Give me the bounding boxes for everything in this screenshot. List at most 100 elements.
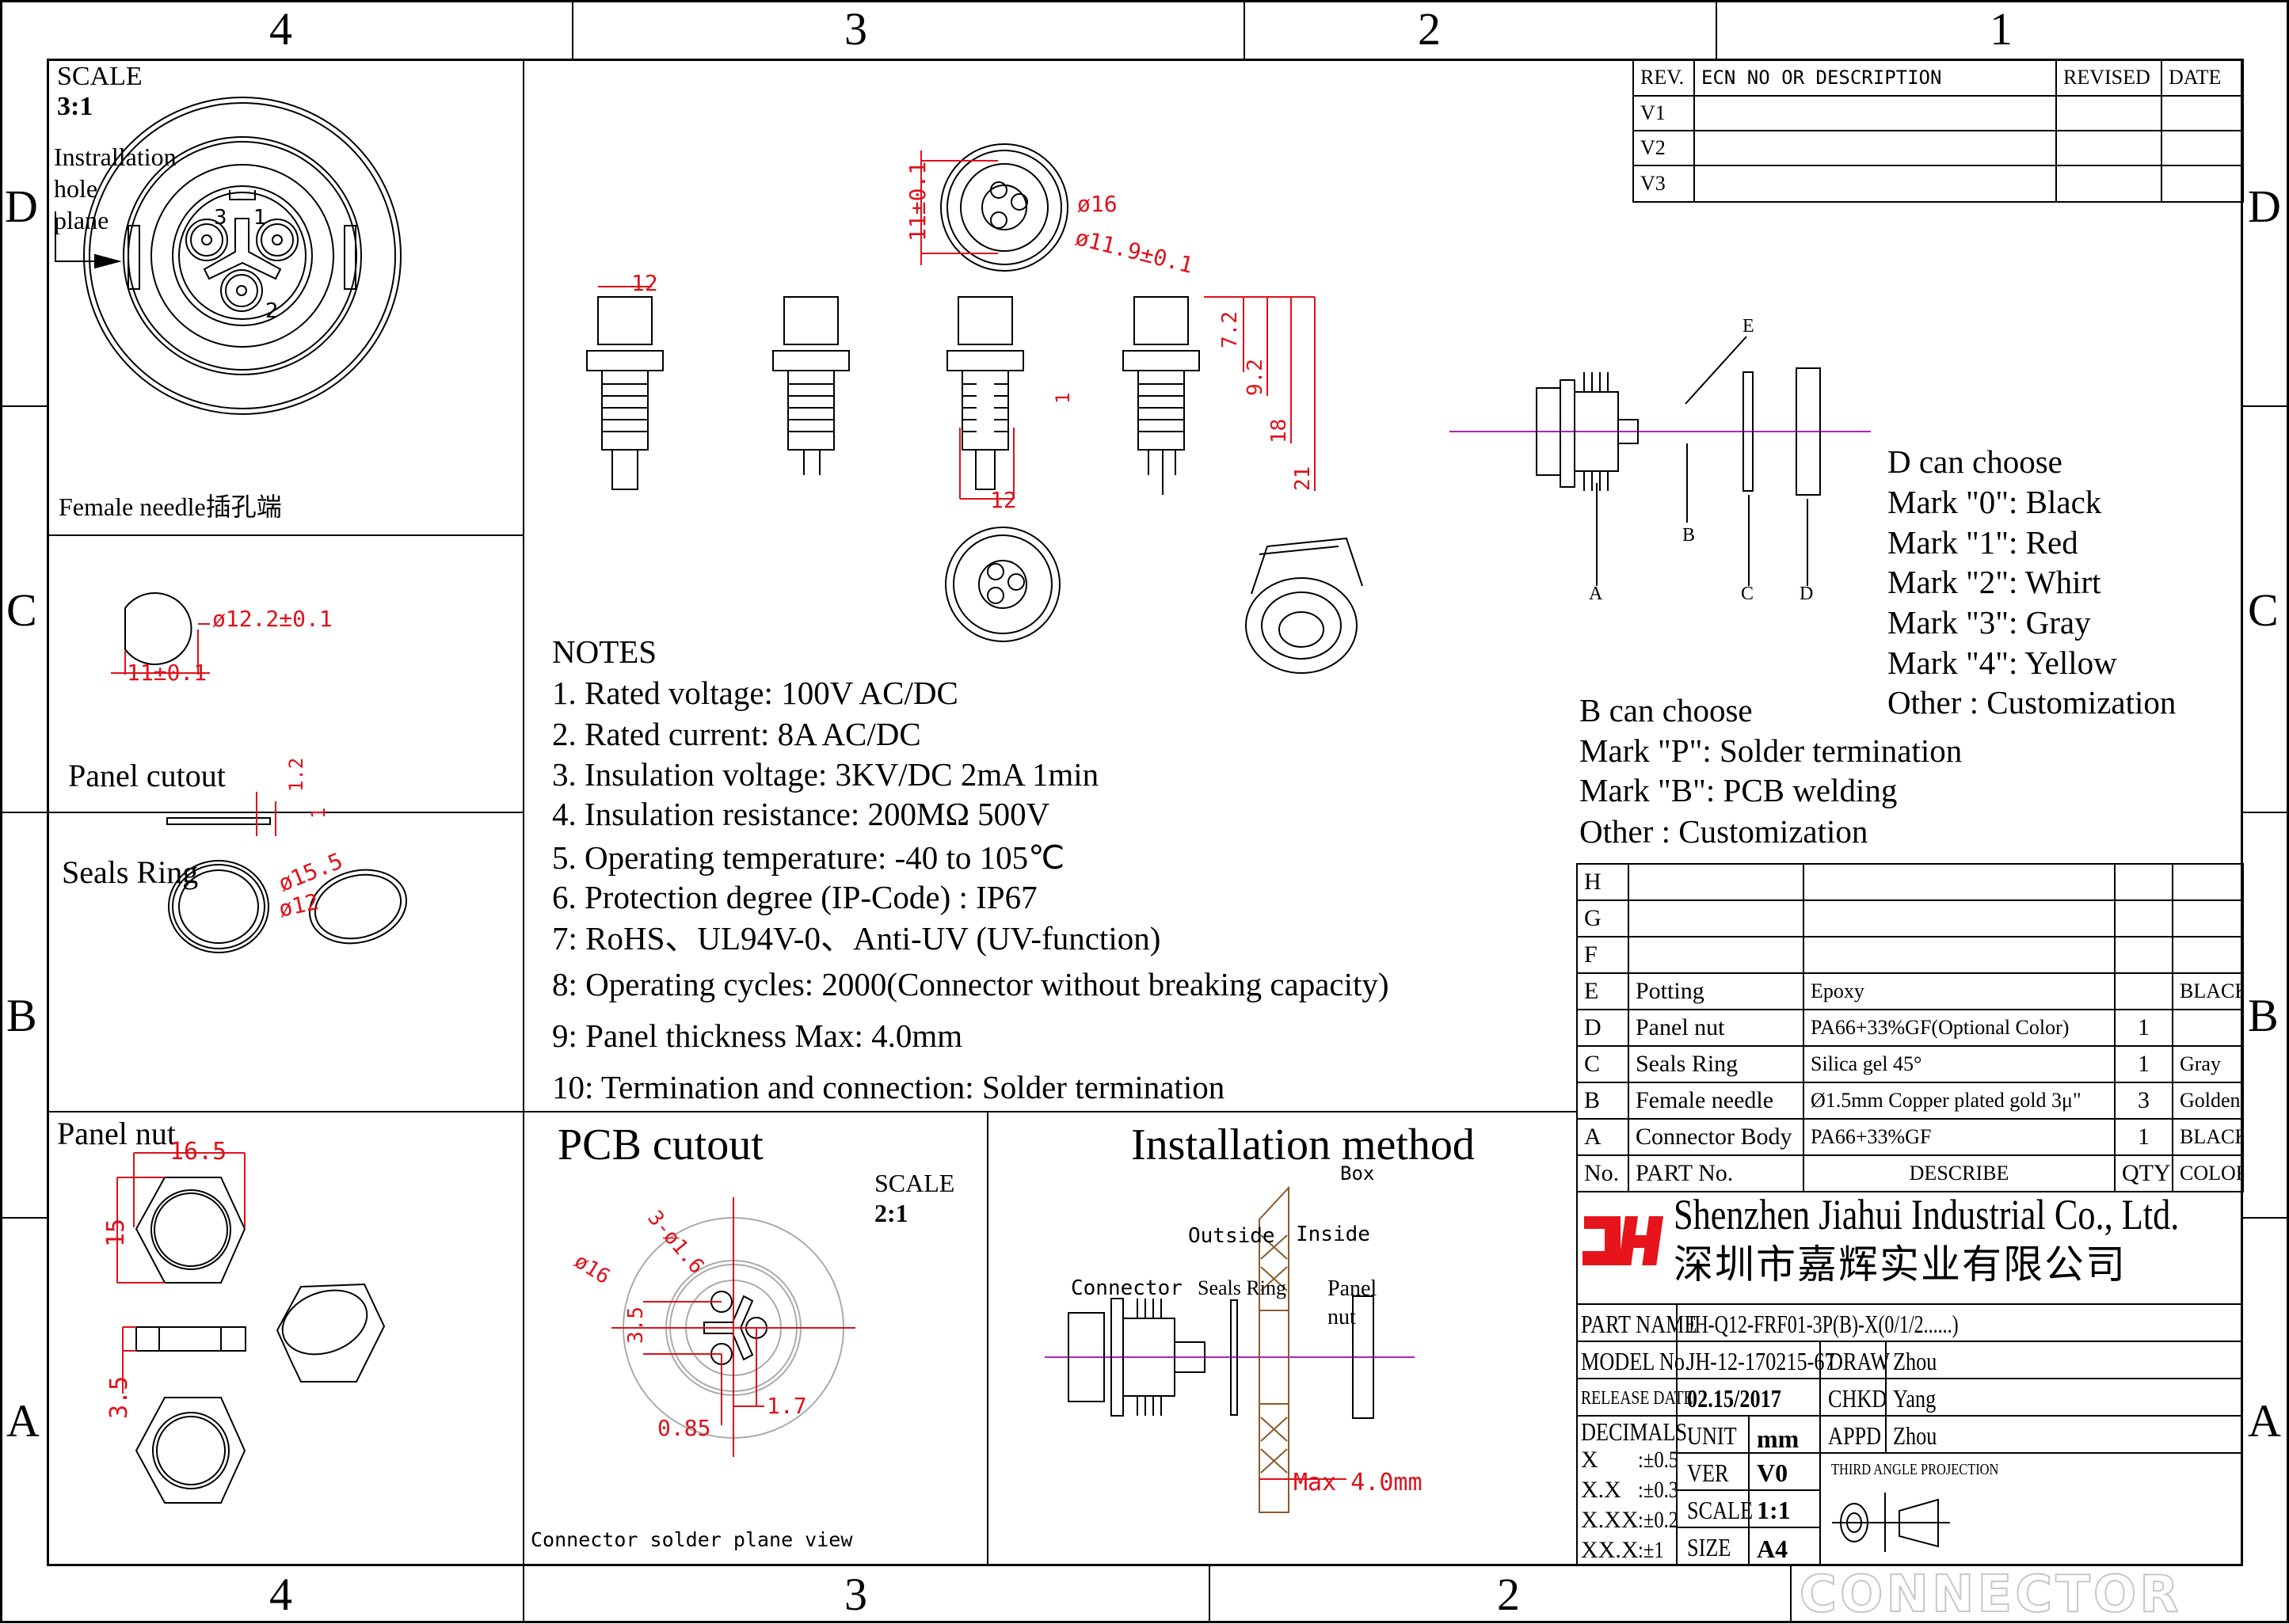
dim-nut-height: 15 [102,1218,130,1247]
table-row: F [1576,936,2244,974]
pcb-cutout-shape [611,1197,855,1457]
installation-shape [1045,1185,1415,1513]
unit-label: UNIT [1687,1421,1737,1450]
part-name-label: PART NAME [1581,1310,1697,1338]
dim-18: 18 [1267,418,1291,443]
d-choose-title: D can choose [1887,443,2062,480]
dim-pcb-offset-b: 0.85 [657,1415,711,1441]
d-choose-item: Mark "0": Black [1887,484,2102,520]
bom-cell-no: B [1576,1082,1629,1120]
company-logo [1582,1216,1663,1265]
b-choose-item: Other : Customization [1579,813,1868,850]
dim-7-2: 7.2 [1218,311,1242,348]
bom-header-part-no: PART No. [1628,1154,1804,1192]
dim-seal-thickness-outer: 1.2 [285,757,307,792]
panel-cutout-shape [111,592,210,675]
zone-row-c: C [6,584,37,636]
decimal-xx-tol: :±0.3 [1638,1477,1679,1503]
ecn-cell [1693,95,2057,131]
bom-header-qty: QTY [2114,1154,2173,1192]
bom-header-no: No. [1576,1154,1629,1192]
decimal-xxx-tol: :±0.2 [1638,1507,1679,1533]
date-cell [2161,95,2244,131]
projection-label: THIRD ANGLE PROJECTION [1831,1461,1999,1478]
b-choose-item: Mark "P": Solder termination [1579,732,1963,769]
note-item: 9: Panel thickness Max: 4.0mm [552,1017,963,1054]
dim-top-width: 12 [631,270,658,296]
zone-col-2: 2 [1418,3,1441,55]
bom-cell-no: F [1576,936,1629,974]
bom-cell-part-no: Potting [1628,972,1804,1010]
bom-cell-no: G [1576,899,1629,938]
unit-value: mm [1757,1424,1800,1453]
exploded-label-d: D [1800,584,1814,604]
bom-cell-color: Gray [2172,1045,2244,1083]
seals-ring-shape [166,792,408,953]
draw-label: DRAW [1828,1347,1891,1375]
bom-cell-describe: Epoxy [1803,972,2116,1010]
bom-cell-no: A [1576,1118,1629,1156]
table-row: V2 [1632,130,2244,166]
exploded-label-a: A [1589,584,1603,604]
pcb-caption: Connector solder plane view [531,1528,853,1551]
note-item: 3. Insulation voltage: 3KV/DC 2mA 1min [552,756,1099,793]
zone-row-b-right: B [2248,990,2279,1041]
revision-table: REV. ECN NO OR DESCRIPTION REVISED DATE … [1632,59,2244,203]
dim-pcb-pitch: 3.5 [624,1306,648,1344]
b-choose-item: Mark "B": PCB welding [1579,772,1898,808]
callout-line-2: hole [54,174,98,203]
bom-cell-describe: Ø1.5mm Copper plated gold 3μ" [1803,1082,2116,1120]
callout-line-3: plane [54,206,109,234]
note-item: 2. Rated current: 8A AC/DC [552,716,921,752]
label-connector: Connector [1071,1276,1183,1300]
female-view-scale-value: 3:1 [57,92,93,121]
dim-outer-d: ø16 [1077,191,1118,217]
label-inside: Inside [1296,1223,1370,1246]
installation-title: Installation method [1131,1120,1475,1170]
decimal-x: X [1581,1447,1598,1473]
dim-pcb-offset-a: 1.7 [767,1393,807,1419]
pin-number-2: 2 [265,299,279,323]
table-row: G [1576,899,2244,938]
note-item: 5. Operating temperature: -40 to 105℃ [552,839,1065,876]
label-nut: nut [1327,1305,1356,1329]
note-item: 10: Termination and connection: Solder t… [552,1069,1225,1105]
label-outside: Outside [1188,1224,1275,1248]
bom-cell-color [2172,936,2244,974]
rev-cell: V2 [1632,130,1695,166]
revision-header-row: REV. ECN NO OR DESCRIPTION REVISED DATE [1632,59,2244,97]
bom-cell-color: Golden [2172,1082,2244,1120]
isometric-view [1245,537,1363,674]
appd-value: Zhou [1893,1421,1937,1450]
dim-cutout-diameter: ø12.2±0.1 [212,606,333,632]
notes-title: NOTES [552,633,657,670]
table-row: H [1576,863,2244,901]
note-item: 4. Insulation resistance: 200MΩ 500V [552,796,1050,832]
zone-col-4: 4 [269,3,292,55]
bom-cell-describe [1803,863,2116,901]
d-choose-item: Mark "3": Gray [1887,604,2091,641]
part-name-value: JH-Q12-FRF01-3P(B)-X(0/1/2......) [1687,1310,1959,1338]
pin-number-3: 3 [214,206,227,230]
revised-header: REVISED [2055,59,2162,97]
date-cell [2161,130,2244,166]
table-row: V1 [1632,95,2244,131]
b-choose-title: B can choose [1579,692,1753,728]
company-name-en-text: Shenzhen Jiahui Industrial Co., Ltd. [1674,1191,2180,1238]
panel-nut-shape [116,1152,386,1504]
appd-label: APPD [1828,1421,1882,1450]
release-label: RELEASE DATE [1581,1388,1693,1409]
dim-1: 1 [1052,392,1074,404]
label-panel: Panel [1327,1276,1377,1301]
date-header: DATE [2161,59,2244,97]
bom-cell-part-no [1628,899,1804,938]
bom-cell-describe: PA66+33%GF(Optional Color) [1803,1009,2116,1047]
chkd-value: Yang [1893,1384,1937,1413]
label-max-thickness: Max 4.0mm [1293,1469,1423,1497]
decimal-xxx: X.XX [1581,1507,1639,1533]
bom-cell-qty [2114,863,2173,901]
chkd-label: CHKD [1828,1384,1887,1413]
